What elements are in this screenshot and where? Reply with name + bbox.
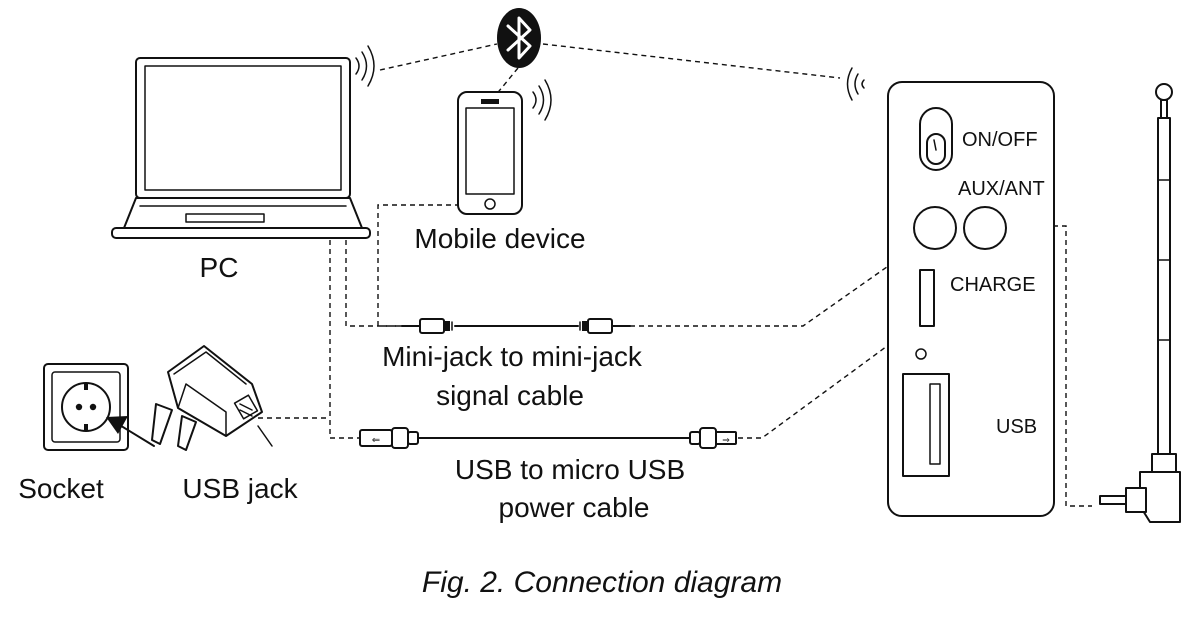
usb-port-label: USB bbox=[996, 416, 1037, 438]
bluetooth-icon bbox=[497, 8, 541, 68]
figure-caption: Fig. 2. Connection diagram bbox=[422, 566, 782, 599]
usb-jack-label: USB jack bbox=[182, 473, 298, 504]
minijack-cable-icon bbox=[401, 318, 631, 334]
antenna-icon bbox=[1099, 83, 1181, 523]
usb-cable-label-line2: power cable bbox=[499, 492, 650, 523]
on-off-label: ON/OFF bbox=[962, 129, 1038, 151]
usb-cable-label-line1: USB to micro USB bbox=[455, 454, 685, 485]
usb-cable-icon: ⇐ ⇒ bbox=[359, 427, 737, 449]
smartphone-icon bbox=[457, 91, 523, 215]
aux-ant-label: AUX/ANT bbox=[958, 178, 1045, 200]
usb-port[interactable] bbox=[902, 373, 950, 477]
wireless-signal-icon bbox=[532, 79, 552, 121]
charge-label: CHARGE bbox=[950, 274, 1036, 296]
mobile-device-label: Mobile device bbox=[414, 223, 585, 254]
laptop-icon bbox=[111, 57, 371, 239]
wireless-signal-icon bbox=[355, 45, 375, 87]
bt-link-radio bbox=[542, 43, 841, 79]
radio-device bbox=[887, 81, 1055, 517]
aux-jack[interactable] bbox=[913, 206, 957, 250]
pc-label: PC bbox=[200, 252, 239, 283]
arrow-icon bbox=[106, 416, 155, 447]
ant-jack[interactable] bbox=[963, 206, 1007, 250]
usb-charger-icon bbox=[151, 345, 273, 451]
minijack-cable-label-line2: signal cable bbox=[436, 380, 584, 411]
minijack-cable-label-line1: Mini-jack to mini-jack bbox=[382, 341, 643, 372]
svg-text:⇐: ⇐ bbox=[372, 435, 380, 446]
bt-link-pc bbox=[379, 43, 498, 71]
socket-label: Socket bbox=[18, 473, 104, 504]
charge-port[interactable] bbox=[919, 269, 935, 327]
pc-to-usb-line bbox=[329, 240, 360, 439]
indicator-led bbox=[915, 348, 927, 360]
mobile-to-minijack-line bbox=[377, 204, 460, 327]
wall-socket-icon bbox=[43, 363, 129, 451]
wireless-signal-icon bbox=[846, 67, 865, 101]
svg-text:⇒: ⇒ bbox=[722, 436, 730, 446]
pc-to-minijack-line bbox=[345, 240, 402, 327]
